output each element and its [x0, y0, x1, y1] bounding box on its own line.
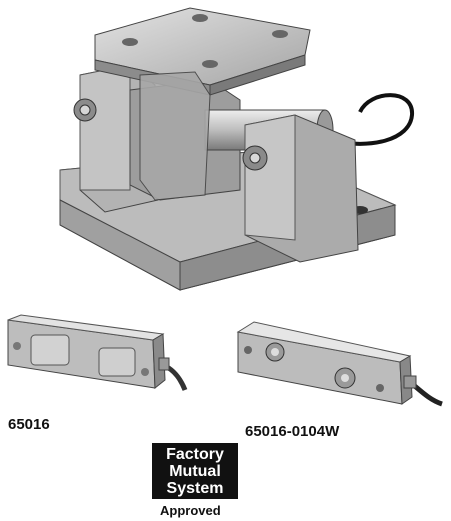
weigh-module-image: [59, 7, 415, 291]
svg-text:Mutual: Mutual: [169, 463, 221, 480]
product-label-65016-0104w: 65016-0104W: [245, 423, 340, 440]
svg-text:Factory: Factory: [166, 446, 224, 463]
load-cell-65016-image: [7, 314, 188, 391]
load-cell-65016-0104w-image: [236, 321, 443, 407]
factory-mutual-logo: Factory Mutual System: [152, 443, 238, 499]
product-label-65016: 65016: [8, 416, 50, 433]
approval-caption: Approved: [160, 503, 221, 518]
svg-text:System: System: [167, 480, 224, 497]
